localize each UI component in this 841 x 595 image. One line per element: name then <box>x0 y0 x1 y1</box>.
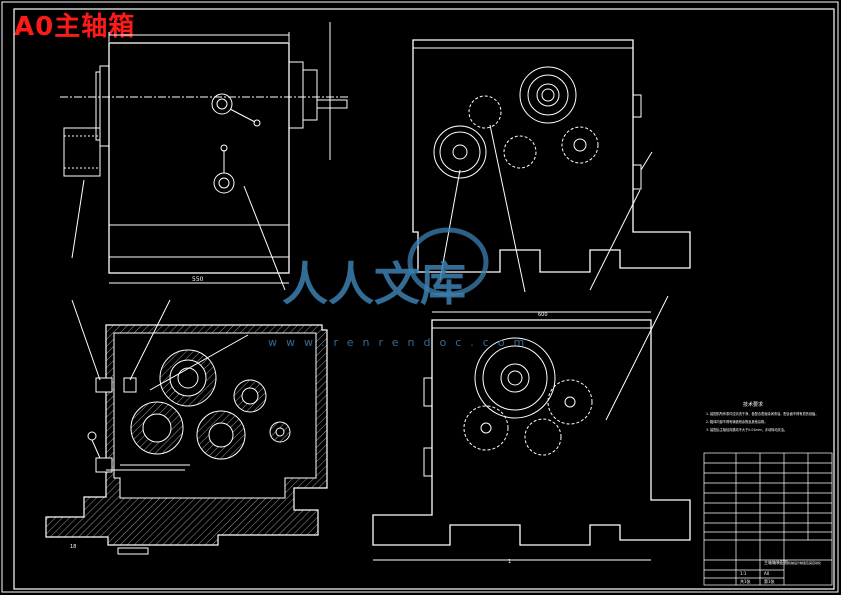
school-name: 机械设计制造及其自动化 <box>788 560 821 565</box>
tech-requirement-2: 2. 箱体内部不得有铸造残余物及其他杂物。 <box>706 419 767 424</box>
front-view: 550 <box>60 22 350 291</box>
watermark-text: 人人文库 <box>282 257 466 311</box>
left-dimension: 18 <box>70 544 76 550</box>
drawing-name: 主轴箱装配图 <box>764 559 788 565</box>
drawing-title: A0主轴箱 <box>14 12 136 42</box>
title-block-sheets: 共1张 <box>740 578 751 584</box>
tech-requirement-1: 1. 装配前所有零件应清洗干净，各配合表面涂润滑油，配合面不得有损伤划痕。 <box>706 411 818 416</box>
tech-requirements: 技术要求 1. 装配前所有零件应清洗干净，各配合表面涂润滑油，配合面不得有损伤划… <box>706 401 818 432</box>
front-width-dimension: 550 <box>192 276 204 283</box>
title-block-scale: 1:1 <box>740 571 747 576</box>
title-block: 主轴箱装配图 机械设计制造及其自动化 1:1 A0 共1张 第1张 <box>703 452 833 586</box>
side-view <box>412 39 691 293</box>
watermark-url: www.renrendoc.com <box>268 336 533 349</box>
bottom-dimension: 1 <box>508 559 511 565</box>
title-block-sheet-no: 第1张 <box>764 578 775 584</box>
section-view <box>45 299 328 555</box>
right-dimension: 600 <box>538 312 548 318</box>
top-view <box>372 295 691 561</box>
title-block-size: A0 <box>764 571 770 576</box>
tech-requirements-heading: 技术要求 <box>743 401 763 408</box>
watermark: 人人文库 www.renrendoc.com <box>268 227 533 349</box>
drawing-frame <box>13 8 835 590</box>
tech-requirement-3: 3. 装配后主轴径向跳动不大于0.01mm，手动转动灵活。 <box>706 427 787 432</box>
